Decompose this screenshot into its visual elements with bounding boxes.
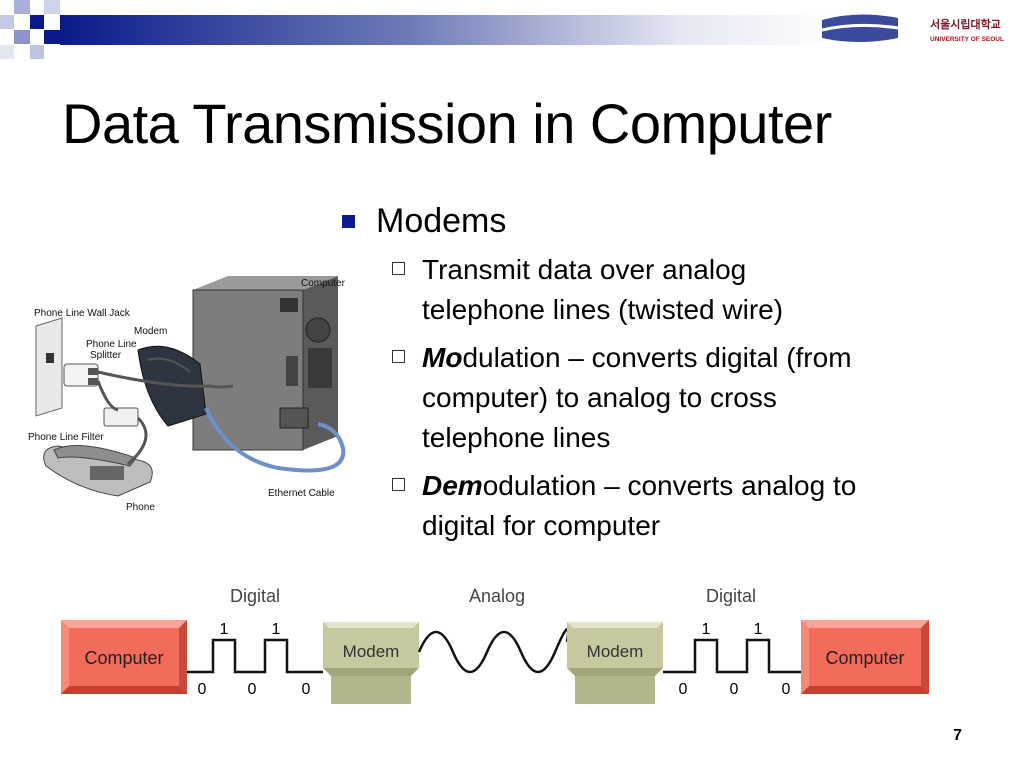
analog-waveform [417,628,570,674]
label-splitter-line1: Phone Line [86,339,137,350]
left-computer-box: Computer [61,620,187,694]
bit-low: 0 [782,681,791,698]
label-phone: Phone [126,502,155,513]
bit-low: 0 [730,681,739,698]
left-digital-waveform [187,638,323,674]
label-splitter-line2: Splitter [90,350,122,361]
logo-swoosh-icon: 서울시립대학교 UNIVERSITY OF SEOUL [821,14,1004,43]
label-analog: Analog [469,586,525,606]
bullet-text: dulation – converts digital (from [462,342,852,373]
label-ethernet-cable: Ethernet Cable [268,488,335,499]
bullet-text-line3: telephone lines [422,422,611,453]
bullet-text: Transmit data over analog [422,254,747,285]
left-modem-label: Modem [343,642,400,661]
bullet-item-transmit: Transmit data over analog telephone line… [340,250,990,330]
phone-filter-icon [103,407,139,427]
splitter-icon [63,363,99,387]
bit-low: 0 [302,681,311,698]
left-modem-box: Modem [323,622,419,704]
bullet-list: Modems Transmit data over analog telepho… [340,200,990,546]
bit-high: 1 [754,621,763,638]
bit-high: 1 [272,621,281,638]
square-bullet-icon [342,215,355,228]
bullet-text-line2: telephone lines (twisted wire) [422,294,784,325]
university-logo: 서울시립대학교 UNIVERSITY OF SEOUL [818,8,1018,53]
bullet-text-line2: digital for computer [422,510,661,541]
bullet-item-demodulation: Demodulation – converts analog to digita… [340,466,990,546]
bit-high: 1 [702,621,711,638]
label-phone-filter: Phone Line Filter [28,432,104,443]
bit-low: 0 [248,681,257,698]
wall-jack-icon [35,317,63,417]
left-computer-label: Computer [84,648,163,668]
bullet-level1: Modems [340,200,990,242]
header-decoration [0,0,840,59]
label-modem: Modem [134,326,167,337]
bit-high: 1 [220,621,229,638]
hollow-square-bullet-icon [392,262,405,275]
modem-setup-illustration: Computer Phone Line Wall Jack Modem Phon… [28,276,346,513]
bullet-text: odulation – converts analog to [482,470,857,501]
bit-low: 0 [198,681,207,698]
bullet-emphasis: Mo [422,342,463,373]
right-digital-waveform [663,638,801,674]
hollow-square-bullet-icon [392,350,405,363]
right-modem-box: Modem [567,622,663,704]
label-wall-jack: Phone Line Wall Jack [34,308,131,319]
slide-title: Data Transmission in Computer [62,92,832,155]
right-computer-label: Computer [825,648,904,668]
right-modem-label: Modem [587,642,644,661]
bullet-level1-text: Modems [376,202,507,240]
page-number: 7 [953,727,962,744]
logo-korean-text: 서울시립대학교 [930,17,1001,31]
label-digital-left: Digital [230,586,280,606]
bullet-item-modulation: Modulation – converts digital (from comp… [340,338,990,458]
bullet-emphasis: Dem [422,470,483,501]
label-computer: Computer [301,278,346,289]
bullet-text-line2: computer) to analog to cross [422,382,777,413]
hollow-square-bullet-icon [392,478,405,491]
logo-english-text: UNIVERSITY OF SEOUL [930,36,1004,43]
right-computer-box: Computer [801,620,929,694]
modem-signal-diagram: Digital Analog Digital Computer 1 1 0 0 … [61,586,929,704]
telephone-icon [43,445,153,497]
bit-low: 0 [679,681,688,698]
label-digital-right: Digital [706,586,756,606]
